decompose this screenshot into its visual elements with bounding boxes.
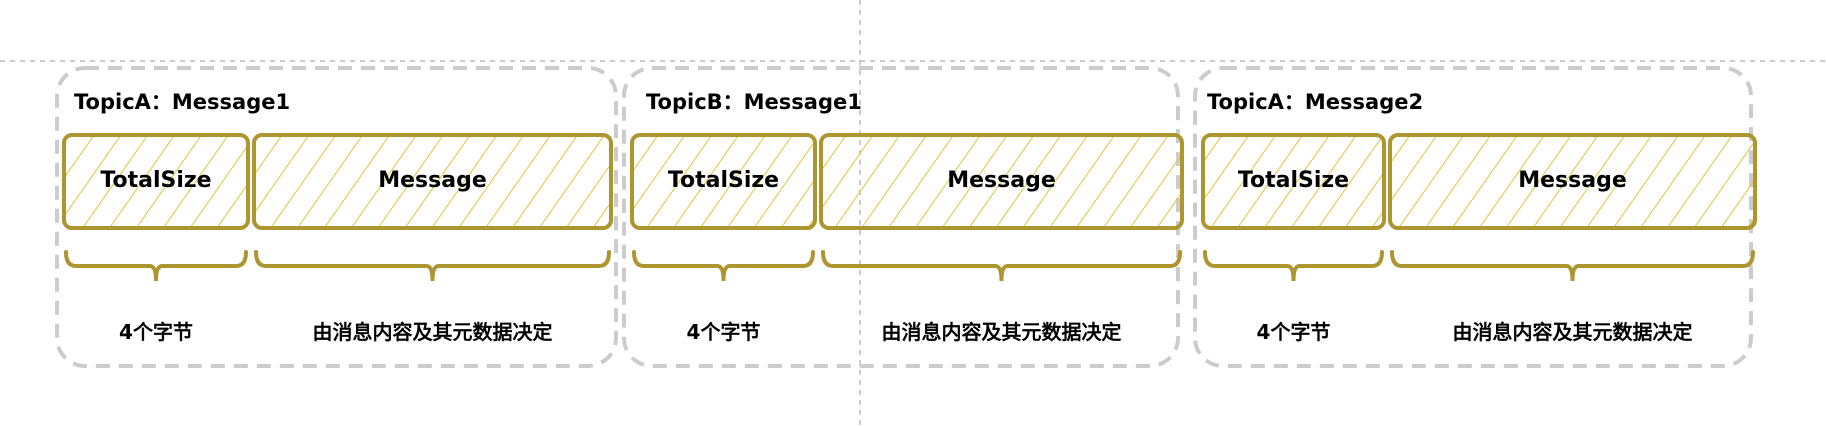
brace-icon — [821, 250, 1182, 282]
packet-frame — [55, 66, 618, 368]
message-field-box — [819, 133, 1184, 230]
message-field-label: Message — [378, 168, 487, 193]
brace-icon — [254, 250, 611, 282]
size-note: 4个字节 — [119, 320, 193, 344]
brace-icon — [1203, 250, 1384, 282]
size-field-label: TotalSize — [100, 168, 212, 193]
packet-title: TopicA：Message2 — [1207, 90, 1424, 114]
size-field-box — [62, 133, 250, 230]
message-note: 由消息内容及其元数据决定 — [312, 320, 553, 344]
size-field-box — [630, 133, 817, 230]
brace-icon — [632, 250, 815, 282]
packet-title: TopicB：Message1 — [646, 90, 862, 114]
packet-title: TopicA：Message1 — [74, 90, 291, 114]
brace-icon — [64, 250, 248, 282]
size-note: 4个字节 — [1256, 320, 1331, 344]
size-field-box — [1201, 133, 1386, 230]
message-field-label: Message — [947, 168, 1056, 193]
size-field-label: TotalSize — [1237, 168, 1350, 193]
message-field-box — [252, 133, 613, 230]
message-note: 由消息内容及其元数据决定 — [881, 320, 1122, 344]
brace-icon — [1390, 250, 1755, 282]
message-field-label: Message — [1518, 168, 1627, 193]
size-note: 4个字节 — [686, 320, 761, 344]
size-field-label: TotalSize — [667, 168, 780, 193]
message-note: 由消息内容及其元数据决定 — [1452, 320, 1693, 344]
message-field-box — [1388, 133, 1757, 230]
